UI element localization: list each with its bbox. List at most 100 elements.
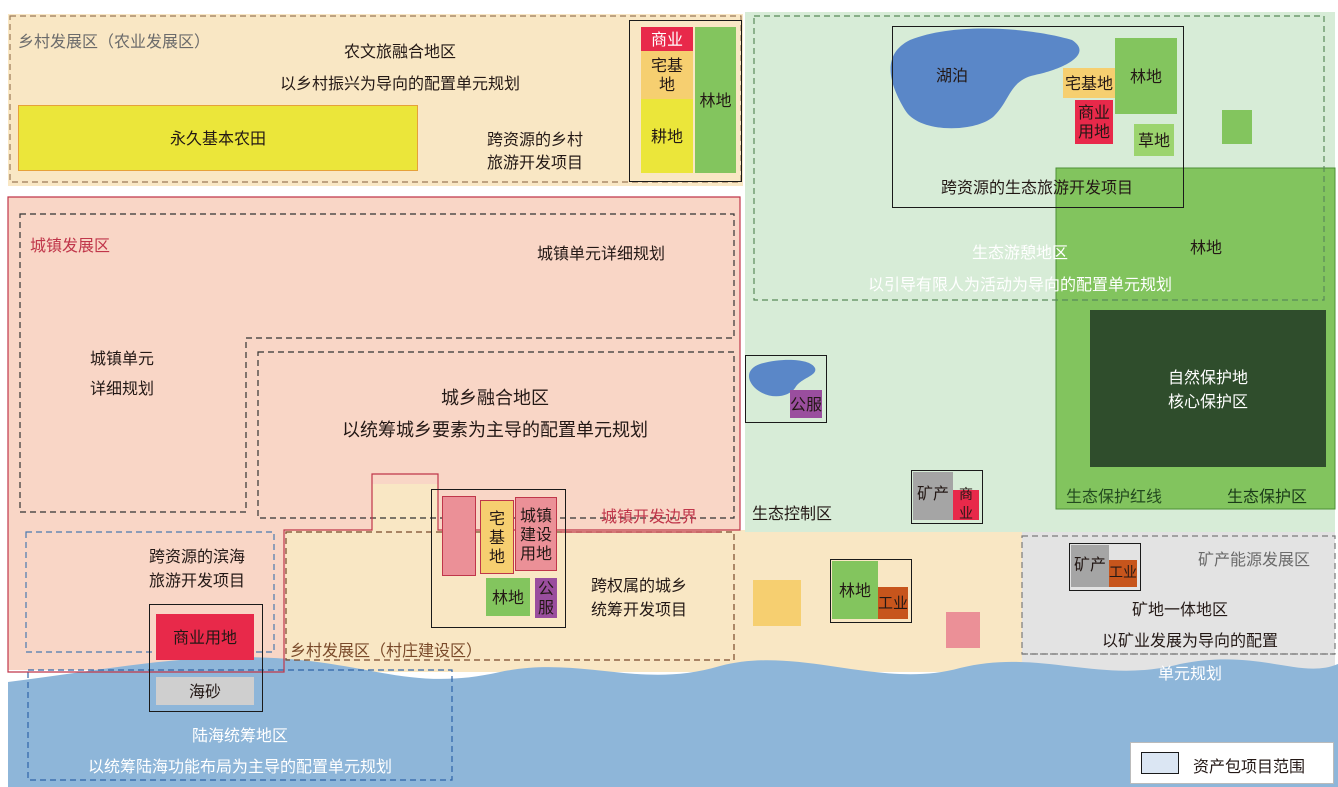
mineral-dashed: [1021, 535, 1336, 655]
agri-tourism-title: 农文旅融合地区: [343, 42, 456, 61]
industry2-block: 工业: [878, 587, 908, 619]
commercial-block: 商业: [641, 27, 693, 51]
forest-label: 林地: [699, 90, 732, 110]
village-dashed: [285, 531, 735, 661]
land-sea-sub: 以统筹陆海功能布局为主导的配置单元规划: [87, 757, 392, 776]
coastal-dashed: [25, 531, 275, 653]
homestead3-block: 宅 基 地: [480, 500, 514, 574]
mineral2-block: 矿产: [1071, 545, 1109, 587]
eco-redline-label: 生态保护红线: [1066, 487, 1163, 506]
public-package: [745, 355, 827, 423]
mineral-zone-label: 矿产能源发展区: [1198, 550, 1311, 569]
homestead2-block: 宅基地: [1063, 68, 1115, 98]
legend-swatch: [1141, 752, 1179, 774]
mineral-package-2: [1069, 543, 1141, 591]
commercial2-label: 商业: [959, 487, 973, 522]
farming-block: 耕地: [641, 99, 693, 173]
homestead-block: 宅基 地: [641, 51, 693, 99]
grass-label: 草地: [1137, 130, 1170, 150]
mineral2-label: 矿产: [1073, 555, 1106, 574]
farmland-label: 永久基本农田: [169, 128, 266, 148]
farmland-block: 永久基本农田: [18, 105, 418, 171]
lake-shape: [890, 28, 1080, 129]
industry2-label: 工业: [878, 593, 909, 612]
industry-block: 工业: [1109, 560, 1137, 587]
urban-rural-sub: 以统筹城乡要素为主导的配置单元规划: [342, 420, 648, 441]
mineral-block: 矿产: [913, 472, 953, 520]
commercial-label: 商业: [650, 29, 683, 49]
public2-label: 公 服: [537, 579, 554, 617]
eco-rest-sub: 以引导有限人为活动为导向的配置单元规划: [867, 275, 1172, 294]
forest-block: 林地: [695, 27, 736, 173]
construction-strip: [442, 496, 476, 576]
nature-reserve-label: 自然保护地 核心保护区: [1167, 368, 1248, 411]
cross-ownership-label: 跨权属的城乡 统筹开发项目: [590, 576, 687, 619]
urban-rural-title: 城乡融合地区: [441, 388, 549, 409]
commercial-land-block: 商业 用地: [1075, 100, 1113, 144]
commercial2-block: 商业: [953, 487, 979, 522]
agri-tourism-sub: 以乡村振兴为导向的配置单元规划: [279, 74, 520, 93]
land-sea-dashed: [27, 669, 453, 781]
legend-label: 资产包项目范围: [1193, 757, 1306, 776]
sea-sand-block: 海砂: [156, 677, 254, 705]
eco-rest-dashed: [753, 15, 1325, 301]
homestead2-label: 宅基地: [1064, 73, 1113, 93]
coastal-package: [149, 604, 263, 712]
legend: 资产包项目范围: [1130, 742, 1334, 784]
homestead3-label: 宅 基 地: [488, 508, 505, 566]
urban-zone-label: 城镇发展区: [30, 236, 111, 255]
eco-tourism-project-label: 跨资源的生态旅游开发项目: [940, 178, 1133, 197]
eco-rest-title: 生态游憩地区: [971, 243, 1068, 262]
eco-tourism-package: [892, 26, 1184, 208]
sea-sand-label: 海砂: [188, 681, 221, 701]
mine-sub-2: 单元规划: [1157, 664, 1222, 683]
rural-tourism-project: 跨资源的乡村 旅游开发项目: [486, 130, 583, 172]
mine-title: 矿地一体地区: [1131, 600, 1228, 619]
eco-control-label: 生态控制区: [752, 504, 833, 523]
public2-block: 公 服: [535, 578, 557, 618]
urban-unit-label: 城镇单元 详细规划: [89, 349, 154, 398]
forest2-label: 林地: [1129, 66, 1162, 86]
rural-tourism-package: [629, 20, 742, 182]
mine-sub: 以矿业发展为导向的配置: [1101, 631, 1278, 650]
eco-protect-label: 生态保护区: [1227, 487, 1308, 506]
urban-zone-outline: [7, 196, 741, 673]
forest3-label: 林地: [491, 587, 524, 607]
public-block: 公服: [790, 390, 822, 418]
homestead-patch: [753, 580, 801, 626]
forest4-label: 林地: [838, 580, 871, 600]
rural-agri-label: 乡村发展区（农业发展区）: [18, 32, 211, 51]
construction-patch: [946, 612, 980, 648]
commercial-land2-label: 商业用地: [172, 627, 237, 647]
farming-label: 耕地: [650, 126, 683, 146]
lake-label-wrap: 湖泊: [932, 60, 972, 90]
forest2-block: 林地: [1115, 38, 1177, 114]
nature-reserve-core: [1090, 310, 1326, 467]
commercial-land-label: 商业 用地: [1077, 103, 1110, 141]
lake-label: 湖泊: [935, 65, 968, 85]
green-patch: [1222, 110, 1252, 144]
urban-boundary-label: 城镇开发边界: [601, 507, 698, 526]
lake-small: [748, 359, 816, 397]
urban-construction-block: 城镇 建设 用地: [515, 497, 557, 571]
land-sea-title: 陆海统筹地区: [191, 726, 288, 745]
forest-industry-package: [830, 559, 912, 623]
mineral-package: [911, 470, 983, 524]
forest4-block: 林地: [832, 561, 878, 619]
forest3-block: 林地: [486, 578, 530, 616]
homestead-label: 宅基 地: [650, 56, 683, 94]
public-label: 公服: [790, 394, 823, 414]
urban-rural-dashed: [257, 351, 735, 519]
urban-construction-label: 城镇 建设 用地: [519, 505, 552, 563]
forest-redline-label: 林地: [1190, 238, 1223, 257]
urban-rural-package: [431, 489, 566, 628]
grass-block: 草地: [1134, 124, 1174, 156]
urban-unit-dashed: [19, 213, 735, 513]
urban-plan-label: 城镇单元详细规划: [537, 244, 666, 263]
sea-area: [8, 657, 1338, 787]
mineral-label: 矿产: [916, 484, 949, 503]
industry-label: 工业: [1109, 565, 1137, 581]
village-zone-label: 乡村发展区（村庄建设区）: [290, 641, 483, 660]
coastal-project-label: 跨资源的滨海 旅游开发项目: [148, 547, 245, 590]
